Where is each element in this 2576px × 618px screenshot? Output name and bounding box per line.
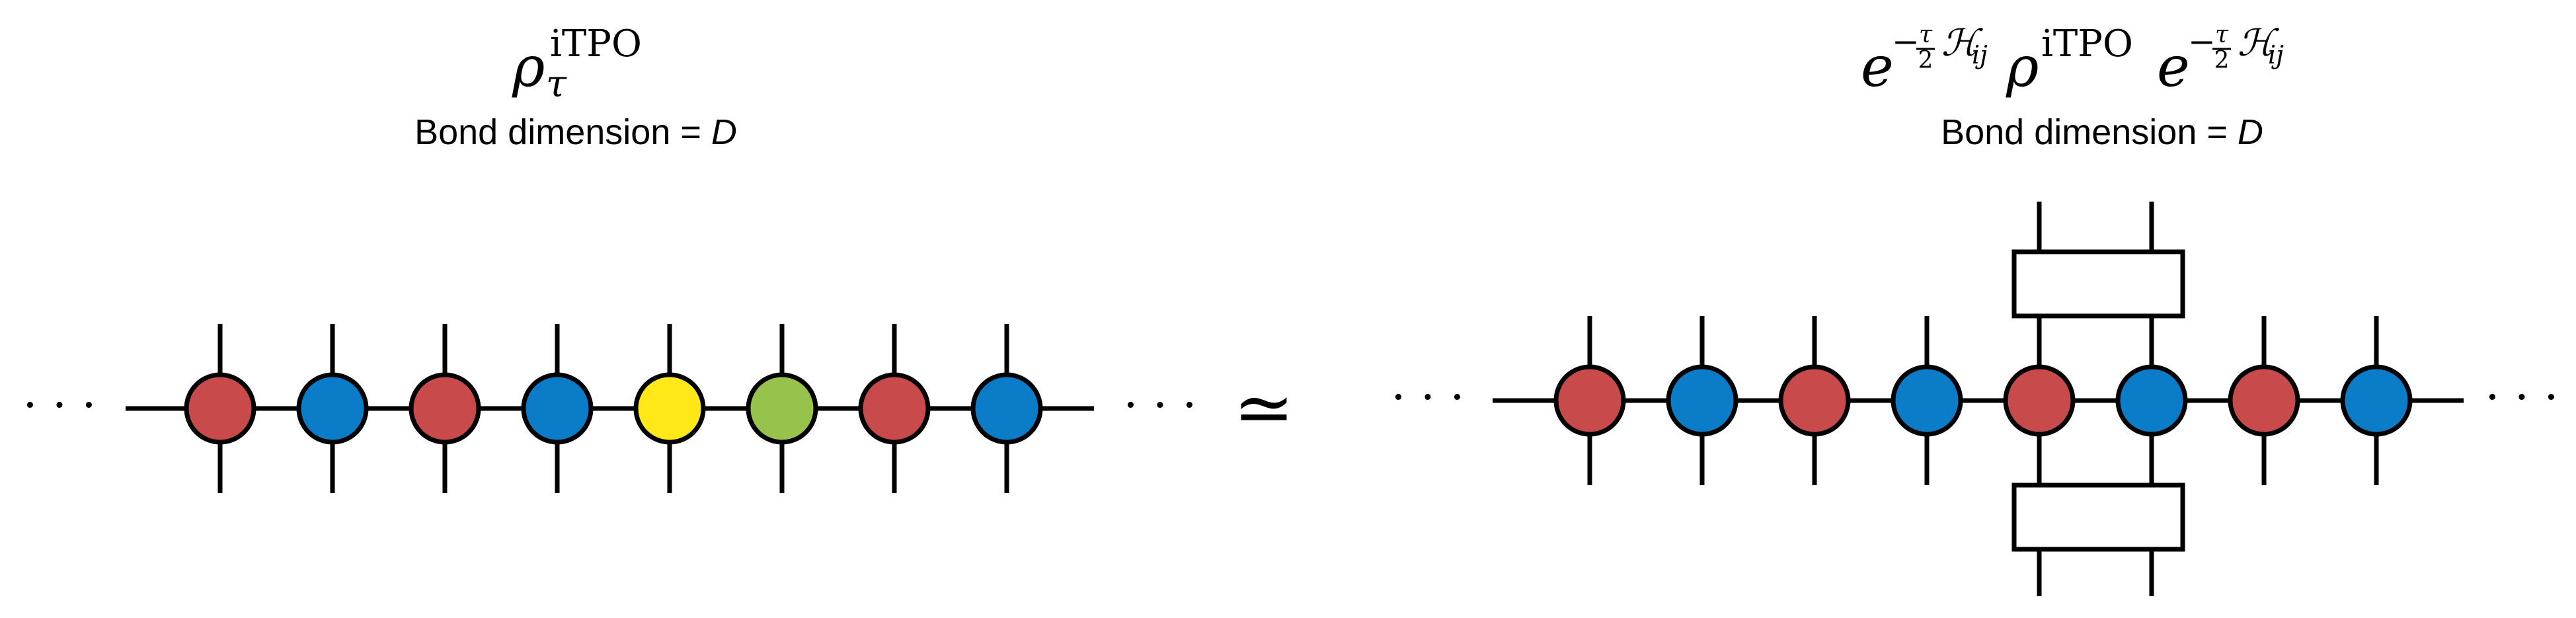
right-operator-sub-2: ij [2268,40,2284,69]
right-exp-sign-1: − [1892,22,1920,61]
lower-gate-box [2011,483,2185,552]
right-exp-base-1: e [1861,34,1894,99]
right-tensor-node-8-blue [2340,364,2413,437]
left-rho-subscript: τ [546,63,567,106]
right-rho-symbol: ρ [2006,34,2039,99]
right-exp-base-2: e [2157,34,2190,99]
left-tensor-node-7-red [858,372,931,445]
left-tensor-node-2-blue [296,372,369,445]
left-caption-prefix: Bond dimension = [414,112,711,152]
left-ellipsis-start: · · · [22,378,96,432]
left-ellipsis-end: · · · [1123,378,1196,432]
left-tensor-node-4-blue [521,372,594,445]
right-tensor-node-3-red [1778,364,1851,437]
right-tensor-node-5-red [2003,364,2076,437]
right-exp-sign-2: − [2188,22,2216,61]
right-tensor-node-4-blue [1891,364,1963,437]
right-tensor-node-7-red [2228,364,2300,437]
right-frac-num-2: τ [2215,21,2229,48]
left-tensor-node-3-red [409,372,481,445]
left-tensor-node-6-green [746,372,818,445]
left-chain [126,324,1094,493]
right-tensor-node-1-red [1553,364,1626,437]
right-frac-num-1: τ [1919,21,1933,48]
right-chain [1493,202,2464,596]
right-rho-superscript: iTPO [2041,22,2133,65]
left-formula: ρ iTPO τ [512,22,642,106]
right-caption-prefix: Bond dimension = [1941,112,2238,152]
right-frac-den-1: 2 [1918,47,1933,74]
right-tensor-nodes [1553,364,2413,437]
right-tensor-node-2-blue [1666,364,1738,437]
right-formula: e − τ 2 ℋ ij ρ iTPO e − τ 2 ℋ ij [1861,21,2284,99]
left-rho-symbol: ρ [512,34,545,99]
left-tensor-node-8-blue [970,372,1043,445]
left-caption-var: D [711,112,737,152]
right-operator-2: ℋ [2238,22,2279,65]
right-frac-den-2: 2 [2214,47,2230,74]
right-ellipsis-end: · · · [2485,370,2558,424]
left-tensor-nodes [184,372,1043,445]
approx-equal-symbol: ≃ [1233,366,1294,450]
right-operator-sub-1: ij [1972,40,1988,69]
left-tensor-node-5-yellow [633,372,706,445]
left-tensor-node-1-red [184,372,256,445]
right-caption-var: D [2238,112,2263,152]
right-ellipsis-start: · · · [1391,370,1464,424]
left-rho-superscript: iTPO [550,22,642,65]
left-bond-dimension-caption: Bond dimension = D [414,112,737,152]
upper-gate-box [2011,249,2185,319]
right-tensor-node-6-blue [2115,364,2188,437]
right-bond-dimension-caption: Bond dimension = D [1941,112,2263,152]
right-operator-1: ℋ [1941,22,1983,65]
